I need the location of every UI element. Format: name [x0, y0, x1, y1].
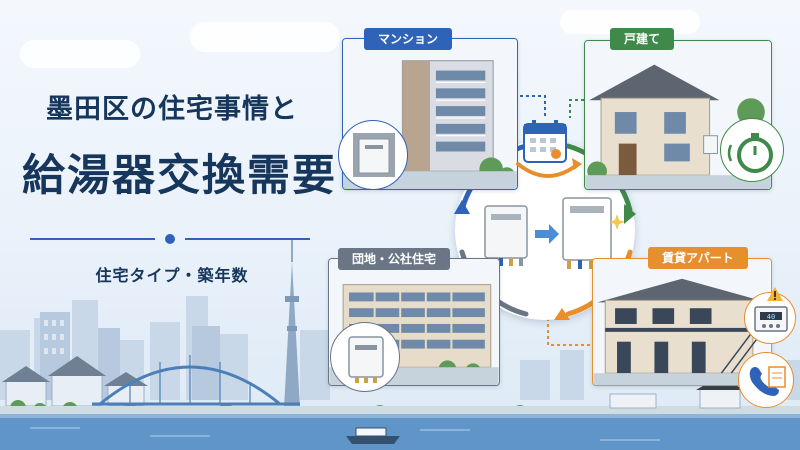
- apartment-illustration: [593, 259, 771, 385]
- title-block: 墨田区の住宅事情と 給湯器交換需要: [22, 92, 337, 202]
- timer-icon: [727, 133, 773, 173]
- timer-bubble: [720, 118, 784, 182]
- danchi-heater-bubble: [330, 322, 400, 392]
- boat-icon: [346, 427, 400, 444]
- apartment-tag: 賃貸アパート: [648, 247, 748, 269]
- cloud: [20, 40, 140, 68]
- phone-icon: [749, 367, 779, 396]
- page-subtitle: 住宅タイプ・築年数: [95, 266, 249, 285]
- warning-icon: [766, 286, 784, 302]
- contact-bubble: [738, 352, 794, 408]
- arrow-right-icon: [535, 224, 559, 244]
- mansion-tag: マンション: [364, 28, 453, 50]
- cloud: [190, 22, 340, 52]
- new-heater-icon: [562, 197, 612, 269]
- calendar-icon: [520, 118, 570, 166]
- refresh-arrow-icon: [516, 158, 582, 178]
- page-title-main: 給湯器交換需要: [22, 151, 337, 201]
- panel-display: 40: [767, 313, 775, 321]
- tower-icon: [284, 240, 300, 408]
- danchi-tag: 団地・公社住宅: [338, 248, 451, 270]
- card-apartment: [592, 258, 772, 386]
- kodate-tag: 戸建て: [610, 28, 675, 50]
- page-title: 墨田区の住宅事情と: [46, 94, 298, 125]
- mansion-heater-bubble: [338, 120, 408, 190]
- title-divider: [30, 234, 310, 244]
- sparkle-icon: [609, 214, 625, 230]
- house-illustration: [585, 41, 771, 189]
- document-icon: [768, 366, 786, 388]
